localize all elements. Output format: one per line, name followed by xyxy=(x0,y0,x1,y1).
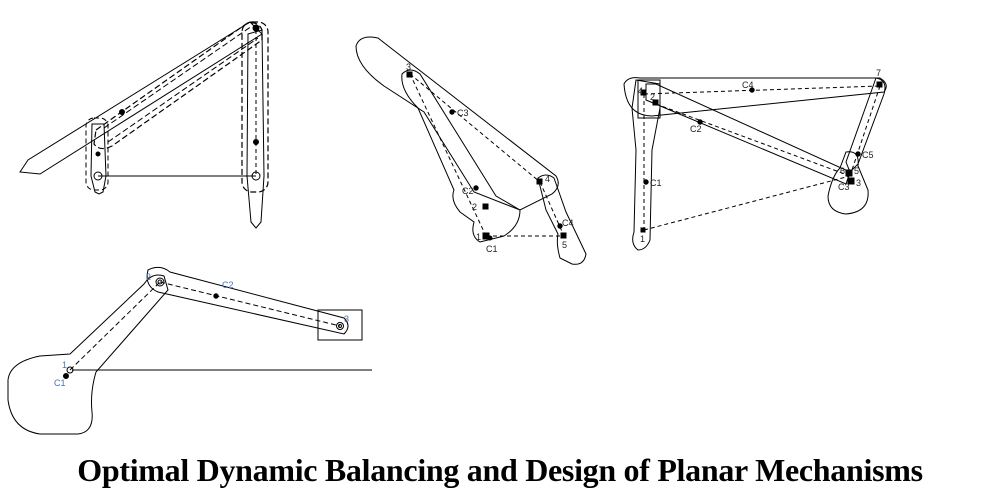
upper-link xyxy=(355,36,559,211)
figure-2-linkage: 3 C3 C2 2 1 C1 4 C4 5 xyxy=(355,36,587,265)
mass-center xyxy=(855,151,861,157)
label: 2 xyxy=(146,272,151,282)
joint-2 xyxy=(482,203,489,210)
label: 5 xyxy=(562,240,567,250)
mass-center xyxy=(253,139,259,145)
right-link xyxy=(537,174,587,265)
label: 3 xyxy=(856,178,861,188)
label: C1 xyxy=(486,244,498,254)
label: C3 xyxy=(838,182,850,192)
mass-center xyxy=(473,185,479,191)
mass-center xyxy=(95,151,101,157)
left-crank-envelope xyxy=(85,117,109,191)
joint-2 xyxy=(652,99,659,106)
pivot-joint xyxy=(93,171,103,181)
right-rocker xyxy=(246,29,265,229)
page-title: Optimal Dynamic Balancing and Design of … xyxy=(77,452,923,488)
label: 2 xyxy=(472,202,477,212)
joint-3-inner xyxy=(338,324,342,328)
left-link xyxy=(631,79,661,251)
mass-center xyxy=(643,179,649,185)
label: C2 xyxy=(462,186,474,196)
mass-center xyxy=(449,109,455,115)
construction-lines xyxy=(643,85,881,231)
label: 2 xyxy=(650,92,655,102)
mass-center xyxy=(697,119,703,125)
joint-2-inner xyxy=(157,279,163,285)
coupler-envelope xyxy=(93,22,263,150)
left-crank xyxy=(90,123,107,195)
label: C1 xyxy=(650,178,662,188)
joint-1 xyxy=(640,227,646,233)
rod-axis xyxy=(159,281,341,327)
top-joint xyxy=(252,24,260,32)
label: C4 xyxy=(742,80,754,90)
joint-3 xyxy=(406,71,413,78)
joint-3 xyxy=(847,177,855,185)
joint-7 xyxy=(876,81,883,88)
right-rocker-envelope xyxy=(241,21,269,193)
label: C1 xyxy=(54,378,66,388)
slider-block xyxy=(317,309,363,341)
label: 3 xyxy=(344,314,349,324)
top-link xyxy=(623,77,887,117)
label: 5 xyxy=(854,166,859,176)
joint-1 xyxy=(66,366,74,374)
label: 1 xyxy=(62,360,67,370)
figure-4-crank-slider: 2 C2 3 1 C1 xyxy=(7,266,372,435)
construction-lines xyxy=(409,73,565,237)
left-link-box xyxy=(637,79,661,119)
joint-5 xyxy=(560,232,567,239)
label: C3 xyxy=(457,108,469,118)
label: C2 xyxy=(222,280,234,290)
label: 7 xyxy=(876,68,881,78)
label: C4 xyxy=(562,218,574,228)
mass-center xyxy=(63,373,69,379)
crank-axis xyxy=(69,281,161,371)
figure-1-four-bar xyxy=(19,21,269,229)
figure-3-linkage: 4 2 C4 C2 7 C5 6 5 C3 3 C1 1 xyxy=(623,68,887,251)
label: C5 xyxy=(862,150,874,160)
label: 1 xyxy=(640,234,645,244)
joint-6 xyxy=(845,169,853,177)
coupler-envelope-inner xyxy=(103,25,259,143)
mass-center xyxy=(487,235,493,241)
mass-center xyxy=(119,109,125,115)
joint-2 xyxy=(155,277,165,287)
mechanism-diagrams: 3 C3 C2 2 1 C1 4 C4 5 xyxy=(7,21,887,435)
middle-link xyxy=(401,69,521,243)
pivot-joint xyxy=(251,171,261,181)
mass-center xyxy=(213,293,219,299)
joint-3 xyxy=(336,322,344,330)
label: 1 xyxy=(476,232,481,242)
bottom-right-body xyxy=(827,151,869,215)
connecting-rod xyxy=(146,266,349,335)
label: 4 xyxy=(545,174,550,184)
mass-center xyxy=(749,87,755,93)
label: 6 xyxy=(840,166,845,176)
label: 3 xyxy=(406,62,411,72)
label: 4 xyxy=(638,86,643,96)
base-body xyxy=(7,274,169,435)
joint-4 xyxy=(640,89,647,96)
mass-center xyxy=(557,223,563,229)
joint-4 xyxy=(536,178,543,185)
label: C2 xyxy=(690,124,702,134)
